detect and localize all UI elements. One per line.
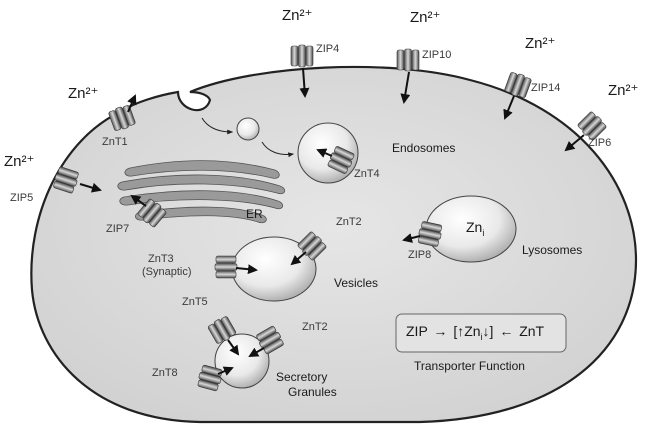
- zip14-label: ZIP14: [531, 82, 560, 94]
- znt1-label: ZnT1: [102, 136, 128, 148]
- zinc-ion-zip14: Zn²⁺: [525, 35, 555, 52]
- transporter-function-box: ZIP → [↑Zni↓] ← ZnT Transporter Function: [395, 313, 567, 373]
- znt8-label: ZnT8: [152, 367, 178, 379]
- transporter-function-caption: Transporter Function: [414, 359, 525, 373]
- zip8-label: ZIP8: [408, 249, 431, 261]
- znt3-note: (Synaptic): [142, 266, 192, 278]
- er-label: ER: [246, 207, 263, 221]
- znt2-vesicle-label: ZnT2: [336, 216, 362, 228]
- zip10-transporter: [396, 48, 420, 72]
- znt5-label: ZnT5: [182, 296, 208, 308]
- zinc-flow-arrows: [79, 67, 585, 376]
- endosomes-label: Endosomes: [392, 141, 455, 155]
- zip7-label: ZIP7: [106, 223, 129, 235]
- zip6-label: ZIP6: [588, 137, 611, 149]
- zinc-ion-znt1: Zn²⁺: [68, 85, 98, 102]
- lysosome-zinc-label: Zni: [466, 219, 484, 238]
- endocytosis-arrow-2: [261, 141, 295, 158]
- granules-label: Granules: [288, 385, 337, 399]
- zip4-transporter: [290, 44, 314, 68]
- secretory-label: Secretory: [276, 370, 327, 384]
- transporter-formula: ZIP → [↑Zni↓] ← ZnT: [406, 323, 545, 342]
- vesicles-label: Vesicles: [334, 276, 378, 290]
- zinc-ion-zip4: Zn²⁺: [282, 7, 312, 24]
- lysosomes-label: Lysosomes: [522, 243, 582, 257]
- znt2-granule-label: ZnT2: [302, 321, 328, 333]
- zip5-label: ZIP5: [10, 192, 33, 204]
- endoplasmic-reticulum: [117, 160, 286, 224]
- znt3-transporter: [214, 255, 238, 279]
- zinc-ion-zip6: Zn²⁺: [608, 82, 638, 99]
- endocytosis-arrow-1: [201, 117, 234, 135]
- znt4-label: ZnT4: [354, 168, 380, 180]
- zinc-ion-zip10: Zn²⁺: [410, 9, 440, 26]
- early-vesicle: [236, 117, 260, 141]
- zip10-label: ZIP10: [422, 49, 451, 61]
- zip4-label: ZIP4: [316, 43, 339, 55]
- zinc-ion-zip5: Zn²⁺: [4, 153, 34, 170]
- znt3-label: ZnT3: [148, 253, 174, 265]
